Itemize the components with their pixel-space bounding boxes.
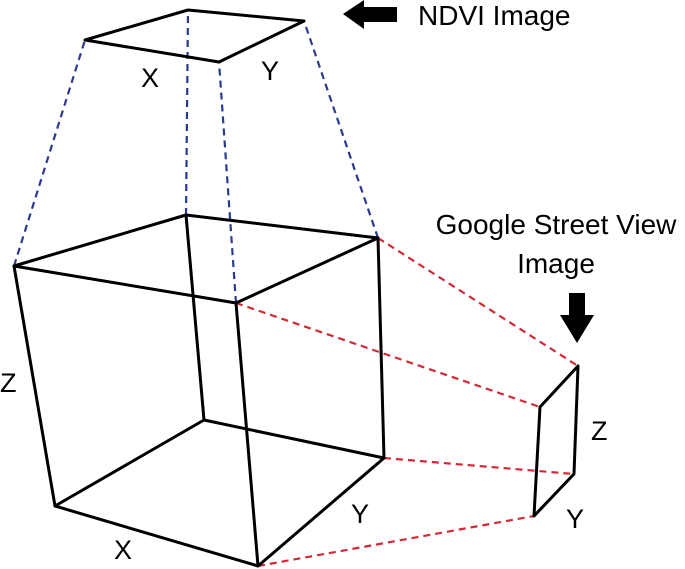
cube-bottom-face	[53, 418, 386, 568]
ndvi-arrow-icon	[343, 0, 397, 29]
gsv-projection-line-top-back	[377, 237, 579, 367]
ndvi-image-plane	[83, 8, 306, 64]
ndvi-image-label: NDVI Image	[418, 0, 571, 31]
ndvi-projection-line-back	[184, 9, 190, 216]
gsv-image-plane	[532, 364, 580, 518]
gsv-projection-lines	[235, 237, 579, 568]
ndvi-projection-lines	[12, 9, 380, 304]
ndvi-projection-line-left	[12, 39, 87, 267]
gsv-arrow-icon	[560, 293, 594, 343]
cube-y-label: Y	[351, 499, 369, 529]
gsv-image-label-line2: Image	[517, 248, 595, 279]
gsv-y-label: Y	[566, 504, 584, 534]
gsv-z-label: Z	[591, 416, 608, 446]
cube-z-label: Z	[0, 368, 17, 398]
gsv-projection-line-bottom-front	[257, 514, 535, 568]
gsv-projection-line-bottom-back	[383, 456, 575, 476]
ndvi-projection-line-right	[302, 20, 380, 239]
cube-top-face	[12, 213, 380, 305]
cube-edge-front-left	[12, 264, 57, 508]
cube	[12, 213, 386, 568]
cube-x-label: X	[114, 535, 132, 565]
gsv-projection-line-top-front	[235, 301, 541, 409]
ndvi-projection-line-front	[217, 61, 238, 304]
cube-edge-back	[184, 213, 206, 422]
ndvi-x-label: X	[141, 63, 159, 93]
gsv-image-label-line1: Google Street View	[436, 209, 678, 240]
cube-edge-front	[234, 301, 260, 568]
cube-edge-right	[376, 236, 386, 460]
ndvi-y-label: Y	[261, 56, 279, 86]
